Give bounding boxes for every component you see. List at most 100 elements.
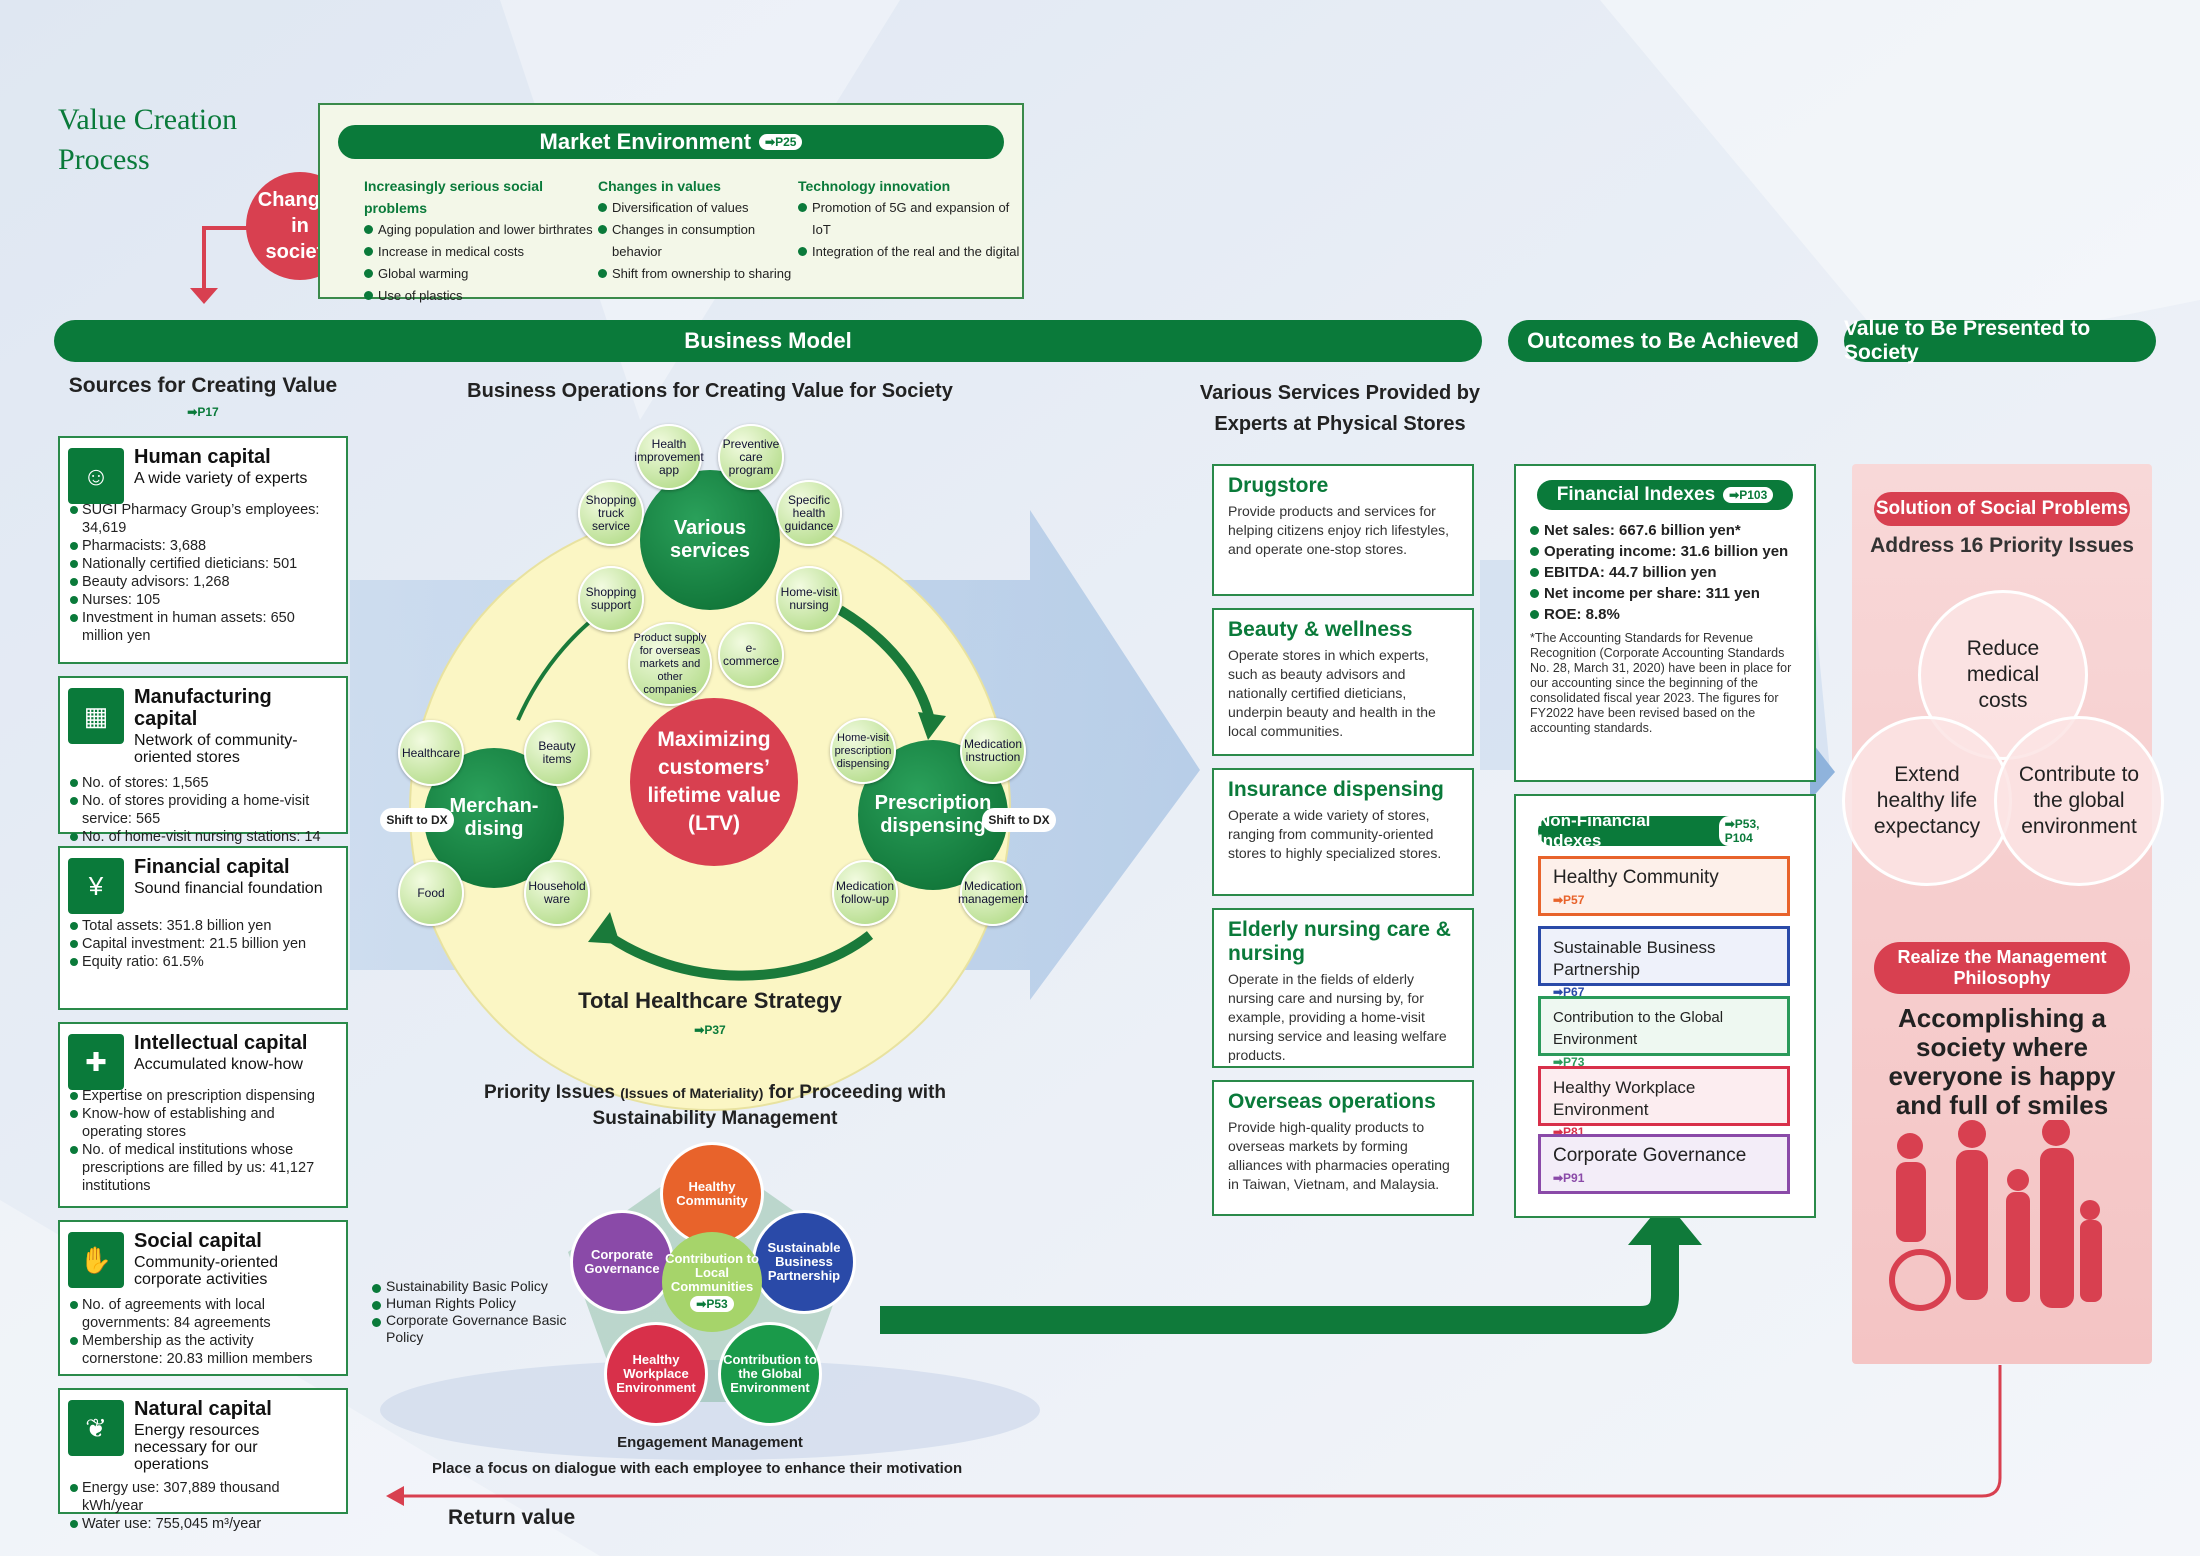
capital-item: Energy use: 307,889 thousand kWh/year [70, 1479, 336, 1515]
nf-corporate-governance: Corporate Governance➡P91 [1538, 1134, 1790, 1194]
node-product-supply: Product supply for overseas markets and … [628, 622, 712, 706]
capital-item: Beauty advisors: 1,268 [70, 573, 336, 591]
capital-item: Capital investment: 21.5 billion yen [70, 935, 336, 953]
policy-item: Sustainability Basic Policy [372, 1278, 572, 1295]
value-bar: Value to Be Presented to Society [1844, 317, 2156, 364]
financial-item: EBITDA: 44.7 billion yen [1530, 562, 1800, 583]
dialogue-label: Place a focus on dialogue with each empl… [432, 1460, 963, 1477]
outcomes-label: Outcomes to Be Achieved [1527, 328, 1799, 353]
services-title: Various Services Provided by Experts at … [1199, 382, 1481, 435]
financial-title-text: Financial Indexes [1556, 484, 1716, 505]
realize-pill: Realize the Management Philosophy [1874, 942, 2130, 994]
nf-sustainable-business: Sustainable Business Partnership➡P67 [1538, 926, 1790, 999]
financial-note: *The Accounting Standards for Revenue Re… [1530, 631, 1792, 735]
financial-list: Net sales: 667.6 billion yen* Operating … [1530, 520, 1800, 625]
nf-ref: ➡P57 [1553, 893, 1585, 907]
market-item: Increase in medical costs [364, 241, 594, 263]
capital-items: No. of agreements with local governments… [70, 1296, 336, 1368]
capital-item: Expertise on prescription dispensing [70, 1087, 336, 1105]
non-financial-title: Non-Financial Indexes➡P53, P104 [1538, 811, 1794, 850]
capital-title: Social capital [134, 1230, 262, 1252]
circle-label: Reduce medical costs [1966, 637, 2040, 712]
capital-title: Manufacturing capital [134, 686, 272, 730]
capital-item: No. of medical institutions whose prescr… [70, 1141, 336, 1195]
capital-item: Investment in human assets: 650 million … [70, 609, 336, 645]
market-col-technology: Technology innovation Promotion of 5G an… [798, 175, 1020, 263]
service-title: Insurance dispensing [1228, 778, 1444, 801]
policy-item: Corporate Governance Basic Policy [372, 1312, 572, 1346]
market-item: Diversification of values [598, 197, 798, 219]
various-services-hub: Various services [640, 470, 780, 610]
capital-item: Membership as the activity cornerstone: … [70, 1332, 336, 1368]
business-model-bar: Business Model [54, 320, 1482, 362]
priority-title-rest: for Proceeding with Sustainability Manag… [592, 1082, 947, 1129]
market-col-head: Increasingly serious social problems [364, 178, 543, 216]
priority-title-paren: (Issues of Materiality) [620, 1085, 764, 1101]
priority-center-ref: ➡P53 [690, 1296, 734, 1312]
page-title: Value Creation Process [58, 100, 237, 180]
handshake-icon: ✋ [68, 1232, 124, 1288]
title-line-2: Process [58, 143, 150, 176]
policy-list: Sustainability Basic Policy Human Rights… [372, 1278, 572, 1346]
circle-label: Extend healthy life expectancy [1873, 763, 1981, 838]
node-beauty-items: Beauty items [524, 720, 590, 786]
ltv-label: Maximizing customers’ lifetime value (LT… [647, 728, 781, 835]
engagement-label: Engagement Management [617, 1434, 803, 1451]
capital-title: Intellectual capital [134, 1032, 308, 1054]
nf-ref: ➡P91 [1553, 1171, 1585, 1185]
capital-card-human: ☺ Human capital A wide variety of expert… [58, 436, 348, 664]
nf-ref: ➡P73 [1553, 1055, 1585, 1069]
node-specific-health-guidance: Specific health guidance [776, 480, 842, 546]
capital-items: Total assets: 351.8 billion yen Capital … [70, 917, 336, 971]
market-item: Shift from ownership to sharing [598, 263, 798, 285]
various-services-label: Various services [669, 517, 751, 562]
capital-title: Financial capital [134, 856, 290, 878]
capital-subtitle: Sound financial foundation [134, 880, 323, 897]
philosophy-text: Accomplishing a society where everyone i… [1888, 1003, 2116, 1120]
circle-global-environment: Contribute to the global environment [1994, 716, 2164, 886]
changes-arrow [202, 226, 252, 296]
node-medication-management: Medication management [958, 860, 1028, 926]
capital-items: Energy use: 307,889 thousand kWh/year Wa… [70, 1479, 336, 1533]
sources-ref: ➡P17 [187, 405, 219, 419]
capital-item: Nurses: 105 [70, 591, 336, 609]
service-title: Beauty & wellness [1228, 618, 1413, 641]
address-issues: Address 16 Priority Issues [1870, 534, 2134, 557]
pill-icon: ✚ [68, 1034, 124, 1090]
service-desc: Operate stores in which experts, such as… [1228, 647, 1436, 739]
service-card-beauty: Beauty & wellness Operate stores in whic… [1212, 608, 1474, 756]
financial-item: Operating income: 31.6 billion yen [1530, 541, 1800, 562]
node-medication-instruction: Medication instruction [960, 718, 1026, 784]
market-col-social: Increasingly serious social problems Agi… [364, 175, 594, 307]
node-home-visit-prescription: Home-visit prescription dispensing [830, 718, 896, 784]
service-title: Drugstore [1228, 474, 1329, 497]
circle-label: Contribute to the global environment [2018, 763, 2140, 838]
market-item: Promotion of 5G and expansion of IoT [798, 197, 1020, 241]
capital-items: No. of stores: 1,565 No. of stores provi… [70, 774, 336, 846]
capital-items: Expertise on prescription dispensing Kno… [70, 1087, 336, 1195]
policy-item: Human Rights Policy [372, 1295, 572, 1312]
title-line-1: Value Creation [58, 103, 238, 136]
service-card-drugstore: Drugstore Provide products and services … [1212, 464, 1474, 596]
capital-items: SUGI Pharmacy Group’s employees: 34,619 … [70, 501, 336, 645]
capital-item: SUGI Pharmacy Group’s employees: 34,619 [70, 501, 336, 537]
service-card-overseas: Overseas operations Provide high-quality… [1212, 1080, 1474, 1216]
capital-subtitle: Network of community-oriented stores [134, 732, 298, 766]
priority-center: Contribution to Local Communities ➡P53 [662, 1232, 762, 1332]
service-desc: Provide high-quality products to oversea… [1228, 1119, 1450, 1192]
financial-ref: ➡P103 [1723, 487, 1774, 503]
capital-card-manufacturing: ▦ Manufacturing capital Network of commu… [58, 676, 348, 845]
capital-item: No. of stores providing a home-visit ser… [70, 792, 336, 828]
flow-arrow-to-outcomes [880, 1240, 1679, 1334]
nf-healthy-community: Healthy Community➡P57 [1538, 856, 1790, 916]
nf-label: Sustainable Business Partnership [1553, 938, 1716, 979]
merchandising-label: Merchan-dising [449, 795, 539, 840]
financial-item: Net income per share: 311 yen [1530, 583, 1800, 604]
outcomes-bar: Outcomes to Be Achieved [1508, 320, 1818, 362]
market-item: Changes in consumption behavior [598, 219, 798, 263]
nf-label: Contribution to the Global Environment [1553, 1009, 1724, 1048]
capital-subtitle: Energy resources necessary for our opera… [134, 1422, 260, 1473]
service-desc: Operate a wide variety of stores, rangin… [1228, 807, 1442, 861]
coins-icon: ¥ [68, 858, 124, 914]
capital-card-natural: ❦ Natural capital Energy resources neces… [58, 1388, 348, 1532]
